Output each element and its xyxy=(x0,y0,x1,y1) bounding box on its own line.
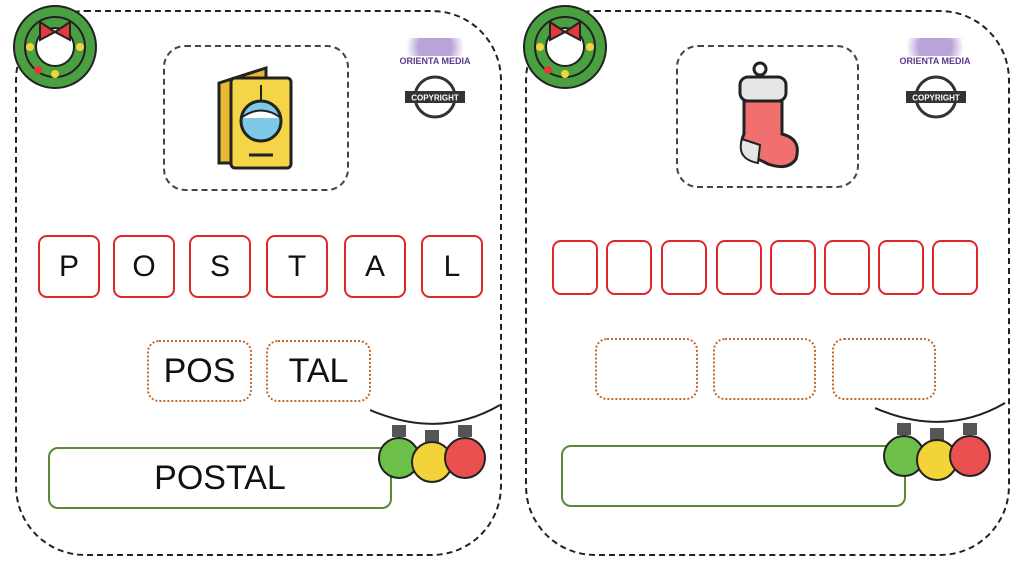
letter-tile[interactable] xyxy=(878,240,924,295)
letter-tile[interactable] xyxy=(716,240,762,295)
answer-box: POSTAL xyxy=(48,447,392,509)
letter-tile: P xyxy=(38,235,100,298)
svg-text:COPYRIGHT: COPYRIGHT xyxy=(411,94,459,103)
copyright-badge: COPYRIGHT xyxy=(405,75,465,119)
christmas-lights-icon xyxy=(370,404,501,483)
wreath-icon xyxy=(520,2,615,97)
orienta-media-logo: ORIENTA MEDIA xyxy=(895,38,975,66)
letter-tile[interactable] xyxy=(824,240,870,295)
wreath-icon xyxy=(10,2,105,97)
copyright-badge: COPYRIGHT xyxy=(906,75,966,119)
christmas-stocking-icon xyxy=(738,61,799,169)
worksheet-card-2 xyxy=(525,10,1010,556)
letter-tile[interactable] xyxy=(770,240,816,295)
worksheet-card-1 xyxy=(15,10,502,556)
greeting-card-icon xyxy=(217,65,293,170)
answer-box[interactable] xyxy=(561,445,906,507)
christmas-lights-icon xyxy=(875,402,1006,481)
syllable-box: TAL xyxy=(266,340,371,402)
letter-tile: A xyxy=(344,235,406,298)
letter-tile[interactable] xyxy=(552,240,598,295)
letter-tile[interactable] xyxy=(932,240,978,295)
letter-tile[interactable] xyxy=(661,240,707,295)
syllable-box: POS xyxy=(147,340,252,402)
svg-text:COPYRIGHT: COPYRIGHT xyxy=(912,94,960,103)
orienta-media-logo: ORIENTA MEDIA xyxy=(395,38,475,66)
syllable-box[interactable] xyxy=(832,338,936,400)
letter-tile: T xyxy=(266,235,328,298)
picture-box xyxy=(676,45,859,188)
picture-box xyxy=(163,45,349,191)
syllable-box[interactable] xyxy=(713,338,816,400)
syllable-box[interactable] xyxy=(595,338,698,400)
letter-tile: O xyxy=(113,235,175,298)
letter-tile: L xyxy=(421,235,483,298)
letter-tile: S xyxy=(189,235,251,298)
letter-tile[interactable] xyxy=(606,240,652,295)
